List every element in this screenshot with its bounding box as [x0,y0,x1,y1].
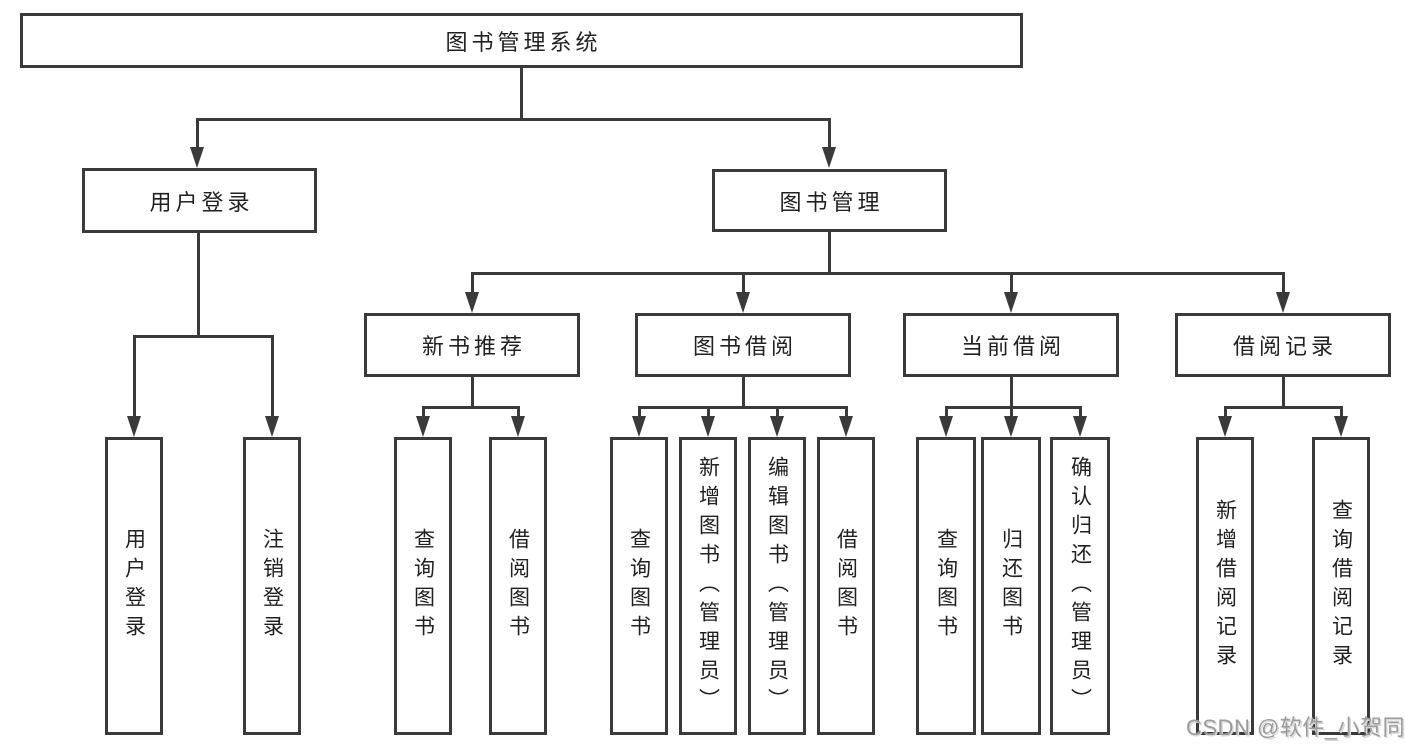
leaf-label: 新增图书（管理员） [696,455,720,717]
leaf-add-book-admin: 新增图书（管理员） [679,437,737,735]
node-label: 借阅记录 [1232,334,1337,359]
node-label: 用户登录 [149,189,254,215]
node-borrowing-records: 借阅记录 [1175,313,1391,377]
connector-line [706,406,710,418]
connector-line [1223,406,1227,418]
node-label: 当前借阅 [960,334,1065,359]
connector-line [1009,377,1013,408]
node-new-book-recommendation: 新书推荐 [364,313,580,377]
leaf-label: 注销登录 [260,528,284,644]
connector-line [1223,405,1343,409]
leaf-return-books: 归还图书 [981,437,1041,735]
leaf-label: 新增借阅记录 [1213,499,1237,673]
node-label: 图书借阅 [692,334,797,359]
arrow-down-icon [465,292,479,313]
leaf-label: 借阅图书 [834,528,858,644]
arrow-down-icon [1004,292,1018,313]
connector-line [741,377,745,408]
arrow-down-icon [127,416,141,437]
connector-line [470,377,474,408]
arrow-down-icon [1004,416,1018,437]
connector-line [1339,406,1343,418]
connector-line [196,233,200,337]
leaf-query-books-current: 查询图书 [916,437,976,735]
node-label: 图书管理系统 [445,29,602,55]
arrow-down-icon [839,416,853,437]
connector-line [1281,377,1285,408]
leaf-add-borrow-record: 新增借阅记录 [1196,437,1254,735]
leaf-user-login: 用户登录 [105,437,163,735]
leaf-label: 查询图书 [627,528,651,644]
connector-line [944,405,1082,409]
leaf-borrow-books: 借阅图书 [817,437,875,735]
arrow-down-icon [701,416,715,437]
arrow-down-icon [190,147,204,168]
leaf-label: 查询借阅记录 [1329,499,1353,673]
connector-line [775,406,779,418]
leaf-label: 确认归还（管理员） [1068,455,1092,717]
arrow-down-icon [632,416,646,437]
connector-line [270,335,274,418]
leaf-confirm-return-admin: 确认归还（管理员） [1050,437,1110,735]
leaf-label: 归还图书 [999,528,1023,644]
arrow-down-icon [939,416,953,437]
arrow-down-icon [1334,416,1348,437]
connector-line [1009,406,1013,418]
node-label: 新书推荐 [421,334,526,359]
node-library-management-system: 图书管理系统 [20,13,1023,68]
arrow-down-icon [1073,416,1087,437]
leaf-borrow-books-recommend: 借阅图书 [489,437,547,735]
connector-line [519,68,523,121]
arrow-down-icon [416,416,430,437]
leaf-query-books-recommend: 查询图书 [394,437,452,735]
arrow-down-icon [736,292,750,313]
leaf-query-borrow-record: 查询借阅记录 [1312,437,1370,735]
connector-line [827,118,831,149]
node-current-borrowing: 当前借阅 [903,313,1119,377]
arrow-down-icon [1276,292,1290,313]
connector-line [470,272,474,294]
connector-line [1009,272,1013,294]
connector-line [470,271,1285,275]
connector-line [132,335,136,418]
connector-line [132,334,274,338]
node-user-login: 用户登录 [82,168,317,233]
leaf-label: 用户登录 [122,528,146,644]
connector-line [1281,272,1285,294]
connector-line [637,406,641,418]
arrow-down-icon [770,416,784,437]
connector-line [195,118,199,149]
connector-line [844,406,848,418]
node-book-management: 图书管理 [712,169,947,232]
leaf-edit-book-admin: 编辑图书（管理员） [748,437,806,735]
node-book-borrowing: 图书借阅 [635,313,851,377]
connector-line [741,272,745,294]
connector-line [421,406,425,418]
connector-line [944,406,948,418]
leaf-label: 查询图书 [411,528,435,644]
leaf-logout: 注销登录 [243,437,301,735]
arrow-down-icon [265,416,279,437]
arrow-down-icon [1218,416,1232,437]
node-label: 图书管理 [779,189,884,215]
connector-line [516,406,520,418]
connector-line [1078,406,1082,418]
leaf-label: 查询图书 [934,528,958,644]
arrow-down-icon [511,416,525,437]
connector-line [827,232,831,274]
connector-line [421,405,520,409]
leaf-query-books-borrow: 查询图书 [610,437,668,735]
connector-line [195,117,831,121]
leaf-label: 借阅图书 [506,528,530,644]
arrow-down-icon [822,147,836,168]
leaf-label: 编辑图书（管理员） [765,455,789,717]
connector-line [637,405,848,409]
csdn-watermark: CSDN @软件_小贺同学 [1186,715,1405,740]
